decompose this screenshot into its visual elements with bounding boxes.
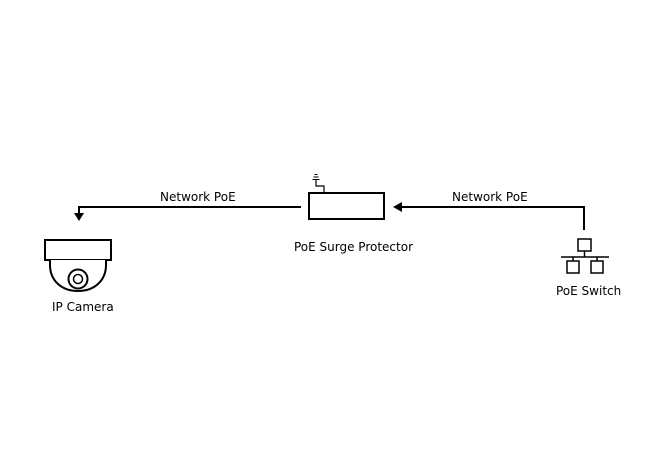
ground-symbol-icon — [312, 174, 325, 193]
edge-protector-to-camera — [74, 206, 301, 221]
edge-label-protector-to-camera: Network PoE — [160, 190, 236, 204]
node-label-surge-protector: PoE Surge Protector — [294, 240, 414, 254]
edge-label-switch-to-protector: Network PoE — [452, 190, 528, 204]
node-label-poe-switch: PoE Switch — [556, 284, 622, 298]
node-label-ip-camera: IP Camera — [52, 300, 114, 314]
surge-protector-icon — [308, 174, 385, 220]
arrowhead-down — [74, 213, 84, 221]
network-switch-icon — [561, 238, 609, 274]
arrowhead-left — [393, 202, 402, 212]
dome-camera-icon — [44, 239, 112, 293]
edge-switch-to-protector — [393, 202, 585, 230]
